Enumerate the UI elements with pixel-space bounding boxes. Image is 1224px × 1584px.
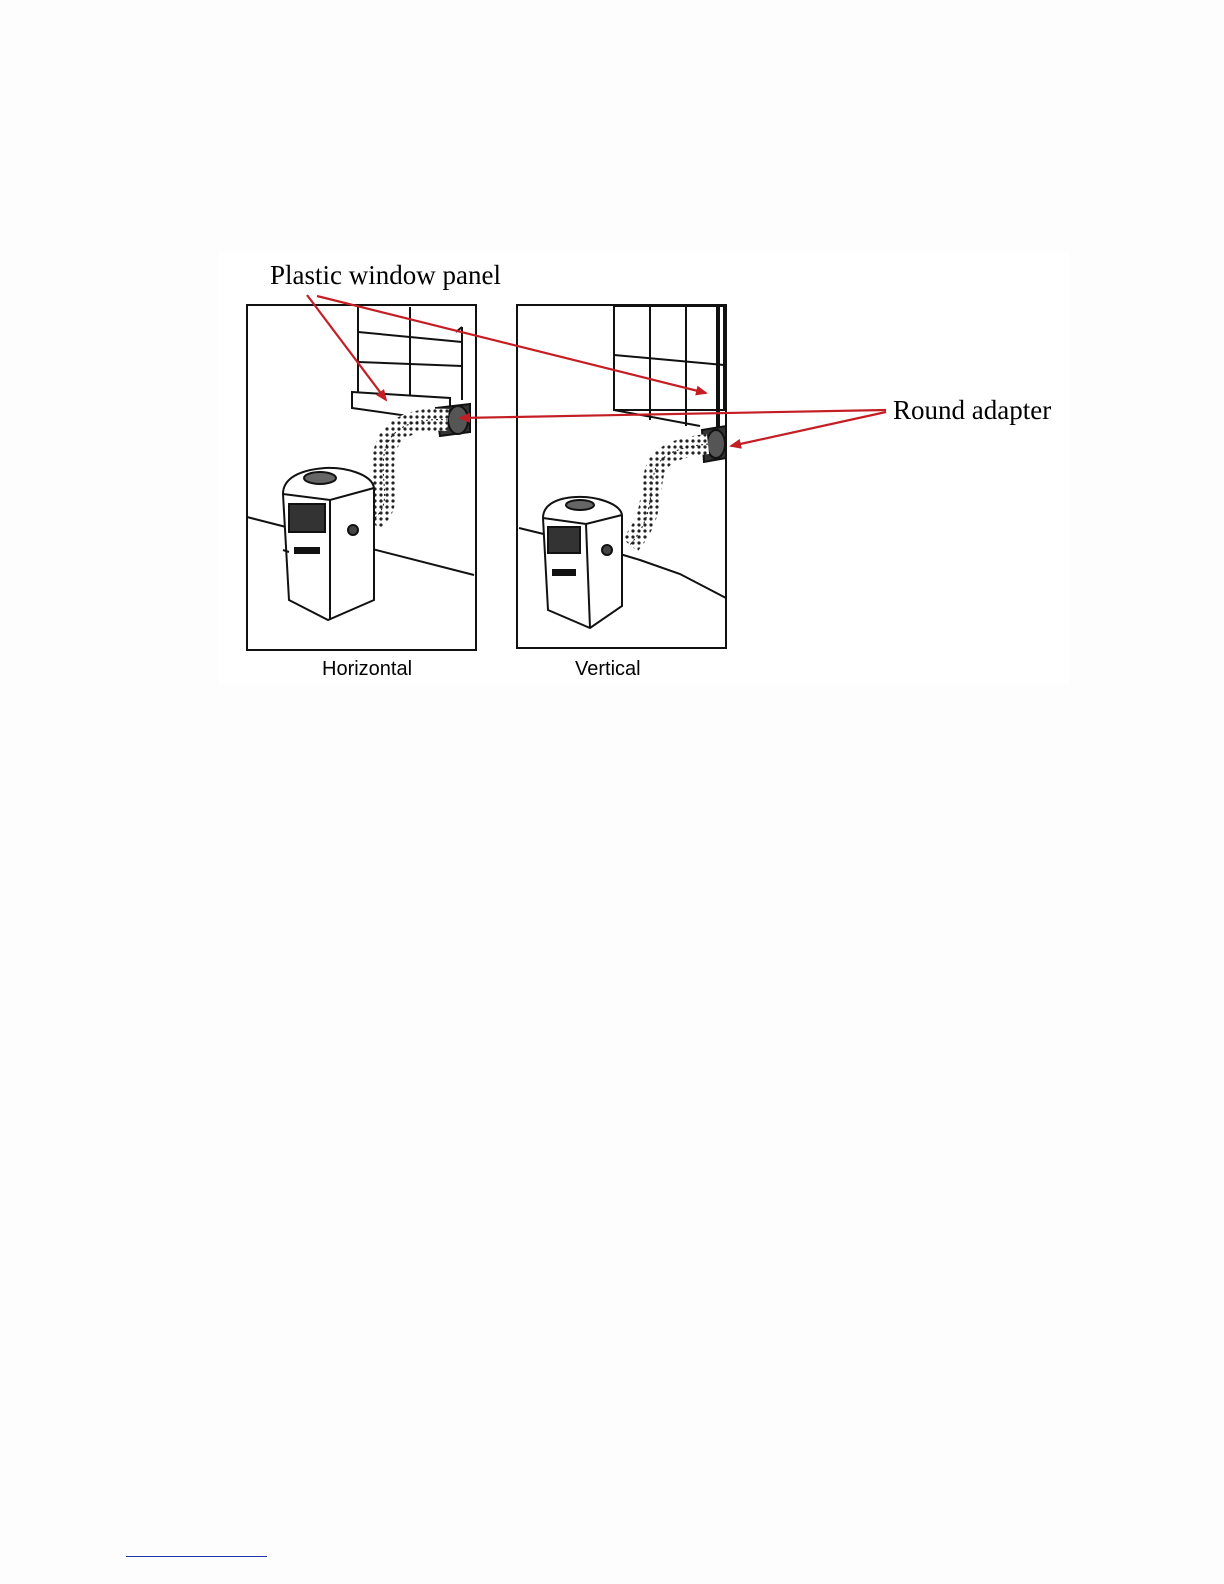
vertical-caption: Vertical	[575, 659, 641, 679]
horizontal-panel	[247, 305, 476, 650]
vertical-window	[614, 306, 724, 440]
arrow-round-to-horizontal	[460, 410, 886, 418]
vertical-exhaust-hose	[630, 444, 708, 545]
horizontal-ac-unit	[283, 468, 374, 620]
vertical-ac-unit	[543, 497, 622, 628]
arrow-round-to-vertical	[731, 412, 886, 446]
vertical-panel	[517, 305, 726, 648]
round-adapter-label: Round adapter	[893, 397, 1051, 424]
horizontal-window	[358, 307, 462, 400]
horizontal-caption: Horizontal	[322, 659, 412, 679]
footnote-separator	[126, 1556, 267, 1557]
plastic-window-panel-label: Plastic window panel	[270, 262, 501, 289]
